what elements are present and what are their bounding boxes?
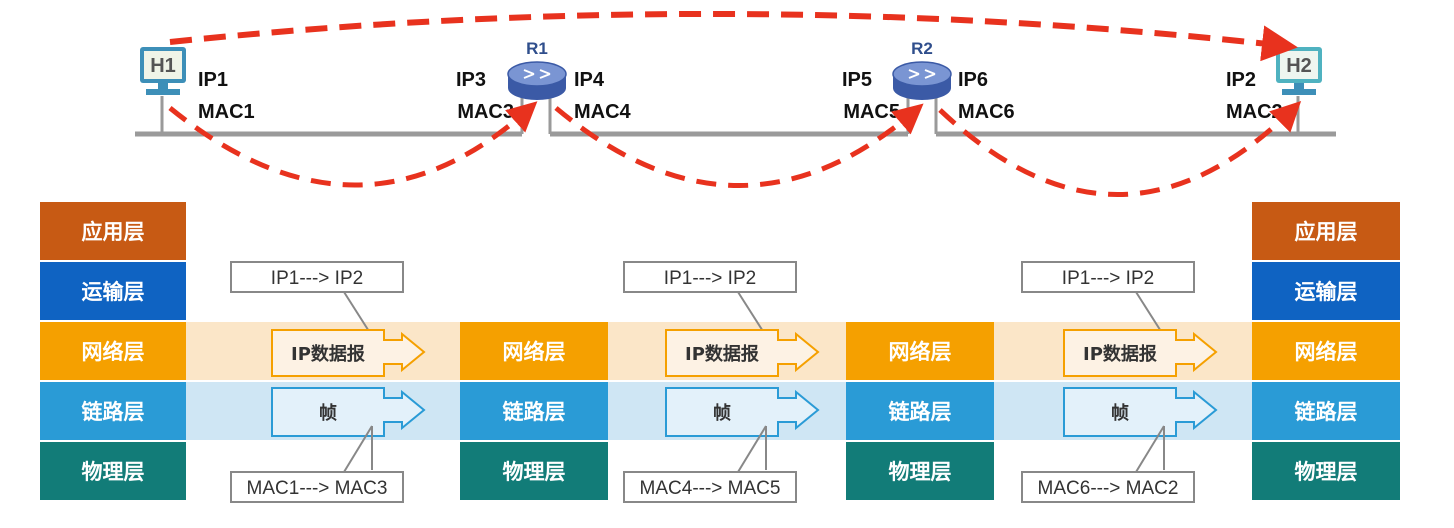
stack-right-link: 链路层 [1295,400,1358,424]
stack-left-application: 应用层 [82,220,145,244]
router-stack-r2: 网络层 链路层 物理层 [846,322,994,500]
ip-datagram-arrow-3 [1063,329,1218,377]
segment-3: IP1---> IP2 IP数据报 帧 MAC6---> MAC2 [1021,261,1218,503]
host-stack-left: 应用层 运输层 网络层 链路层 物理层 [40,202,186,500]
stack-r2-link: 链路层 [889,400,952,424]
stack-left-network: 网络层 [82,340,145,364]
stack-right-application: 应用层 [1295,220,1358,244]
host-stack-right: 应用层 运输层 网络层 链路层 物理层 [1252,202,1400,500]
router-r2-label: R2 [911,39,933,58]
end-to-end-ip-arrow [169,10,1298,62]
ip-callout-2 [623,261,797,293]
hop-arrow-1 [168,101,538,188]
host-h2-ip: IP2 [1226,69,1256,91]
host-h1[interactable]: H1 [140,47,186,134]
mac-callout-3-text: MAC6---> MAC2 [1038,478,1179,499]
frame-arrow-3 [1063,387,1218,437]
stack-right-physical: 物理层 [1295,460,1358,484]
router-r2-left-ip: IP5 [842,69,872,91]
frame-3-text: 帧 [1111,402,1129,424]
router-r1-left-ip: IP3 [456,69,486,91]
stack-left-link: 链路层 [82,400,145,424]
router-stack-r1: 网络层 链路层 物理层 [460,322,608,500]
ip-datagram-1-text: IP数据报 [291,343,365,365]
stack-r1-physical: 物理层 [503,460,566,484]
router-r2-right-mac: MAC6 [958,101,1015,123]
ip-callout-1-text: IP1---> IP2 [271,268,363,289]
host-h2-mac: MAC2 [1226,101,1283,123]
mac-callout-2-text: MAC4---> MAC5 [640,478,781,499]
mac-callout-1 [230,471,404,503]
host-h2-label: H2 [1286,55,1312,77]
segment-1: IP1---> IP2 IP数据报 帧 MAC1---> MAC3 [230,261,426,503]
mac-callout-2 [623,471,797,503]
ip-datagram-2-text: IP数据报 [685,343,759,365]
stack-r1-link: 链路层 [503,400,566,424]
stack-left-physical: 物理层 [82,460,145,484]
stack-r2-network: 网络层 [889,340,952,364]
mac-callout-3 [1021,471,1195,503]
stack-r2-physical: 物理层 [889,460,952,484]
segment-2: IP1---> IP2 IP数据报 帧 MAC4---> MAC5 [623,261,820,503]
ip-callout-3 [1021,261,1195,293]
router-r2-left-mac: MAC5 [843,101,900,123]
host-h1-mac: MAC1 [198,101,255,123]
stack-right-transport: 运输层 [1295,280,1358,304]
stack-r1-network: 网络层 [503,340,566,364]
topology: H1 IP1 MAC1 R1 IP3 MAC3 IP4 MAC4 R2 IP5 [135,10,1336,197]
host-h1-ip: IP1 [198,69,228,91]
ip-callout-2-text: IP1---> IP2 [664,268,756,289]
ip-callout-3-text: IP1---> IP2 [1062,268,1154,289]
ip-datagram-arrow-2 [665,329,820,377]
router-r2-right-ip: IP6 [958,69,988,91]
hop-arrow-3 [938,100,1302,197]
router-r2-icon[interactable] [892,61,952,134]
hop-arrow-2 [554,103,924,188]
ip-datagram-3-text: IP数据报 [1083,343,1157,365]
frame-arrow-2 [665,387,820,437]
host-h1-label: H1 [150,55,176,77]
stack-left-transport: 运输层 [82,280,145,304]
mac-callout-1-text: MAC1---> MAC3 [247,478,388,499]
router-r1-label: R1 [526,39,548,58]
router-r1-left-mac: MAC3 [457,101,514,123]
ip-callout-1 [230,261,404,293]
frame-2-text: 帧 [713,402,731,424]
frame-1-text: 帧 [319,402,337,424]
frame-arrow-1 [271,387,426,437]
router-r1-icon[interactable] [507,61,567,134]
router-r1-right-ip: IP4 [574,69,605,91]
router-r1-right-mac: MAC4 [574,101,632,123]
stack-right-network: 网络层 [1295,340,1358,364]
ip-datagram-arrow-1 [271,329,426,377]
